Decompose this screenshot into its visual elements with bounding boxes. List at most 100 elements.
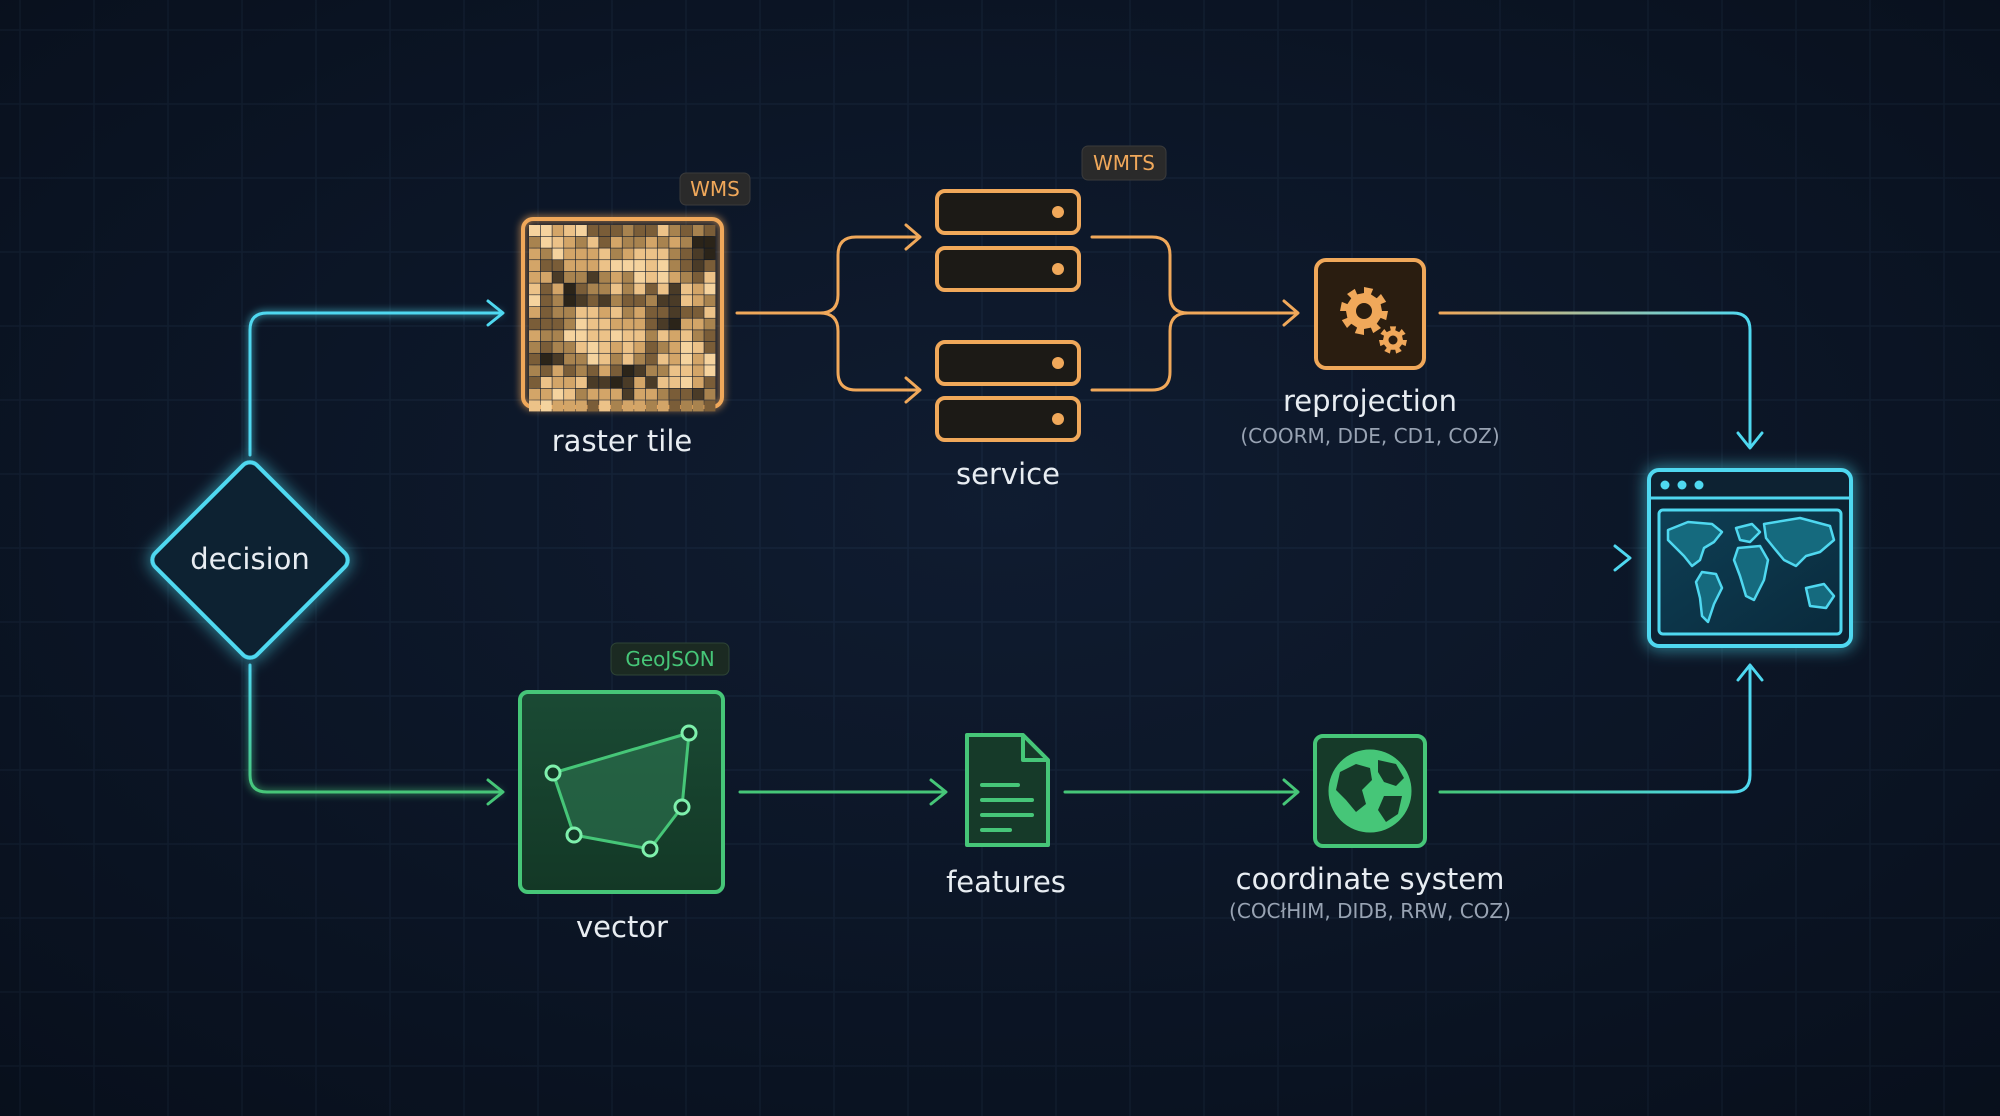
pixel-cell xyxy=(634,225,646,237)
pixel-cell xyxy=(634,353,646,365)
pixel-cell xyxy=(564,236,576,248)
pixel-cell xyxy=(552,248,564,260)
pixel-cell xyxy=(704,365,716,377)
arrowhead-reprojection xyxy=(1282,299,1300,327)
world-map-browser-icon xyxy=(1651,480,1849,636)
pixel-cell xyxy=(529,236,541,248)
pixel-cell xyxy=(610,388,622,400)
pixel-cell xyxy=(610,318,622,330)
pixel-cell xyxy=(692,295,704,307)
service-node[interactable]: WMTS service xyxy=(935,145,1167,491)
features-node[interactable]: features xyxy=(946,733,1066,899)
pixel-cell xyxy=(692,260,704,272)
pixel-cell xyxy=(704,330,716,342)
pixel-cell xyxy=(634,400,646,412)
pixel-cell xyxy=(645,388,657,400)
pixel-cell xyxy=(564,388,576,400)
reprojection-node[interactable]: reprojection (COORM, DDE, CD1, COZ) xyxy=(1240,258,1500,448)
pixel-cell xyxy=(599,365,611,377)
pixel-cell xyxy=(587,248,599,260)
gear-hole xyxy=(1356,303,1372,319)
pixel-cell xyxy=(669,318,681,330)
pixel-cell xyxy=(692,318,704,330)
pixel-cell xyxy=(540,341,552,353)
pixel-cell xyxy=(680,330,693,342)
pixel-cell xyxy=(669,400,681,412)
pixel-cell xyxy=(657,236,669,248)
pixel-cell xyxy=(540,330,552,342)
pixel-cell xyxy=(645,353,657,365)
pixel-cell xyxy=(657,376,669,389)
pixel-cell xyxy=(599,341,611,353)
pixel-cell xyxy=(587,376,599,389)
pixel-cell xyxy=(575,388,587,400)
arrowhead-coordinate-system xyxy=(1282,778,1300,806)
pixel-cell xyxy=(529,388,541,400)
wmts-badge-text: WMTS xyxy=(1093,151,1155,175)
pixel-cell xyxy=(564,283,576,295)
pixel-cell xyxy=(622,295,634,307)
pixel-cell xyxy=(680,248,693,260)
pixel-cell xyxy=(575,225,587,237)
pixel-cell xyxy=(529,400,541,412)
pixel-cell xyxy=(575,376,587,389)
pixel-cell xyxy=(657,388,669,400)
edge-reprojection-to-map xyxy=(1438,311,1752,447)
pixel-cell xyxy=(657,353,669,365)
pixel-cell xyxy=(587,388,599,400)
pixel-cell xyxy=(680,283,693,295)
pixel-cell xyxy=(680,271,693,283)
pixel-cell xyxy=(564,271,576,283)
coordinate-system-label: coordinate system xyxy=(1236,862,1505,896)
pixel-cell xyxy=(552,330,564,342)
pixel-cell xyxy=(564,365,576,377)
pixel-cell xyxy=(680,260,693,272)
globe-icon xyxy=(1328,749,1412,833)
pixel-cell xyxy=(622,318,634,330)
pixel-cell xyxy=(587,271,599,283)
raster-tile-label: raster tile xyxy=(552,424,692,458)
pixel-cell xyxy=(552,388,564,400)
pixel-cell xyxy=(645,236,657,248)
vector-label: vector xyxy=(576,910,668,944)
pixel-cell xyxy=(692,248,704,260)
pixel-cell xyxy=(599,225,611,237)
pixel-cell xyxy=(704,376,716,389)
pixel-cell xyxy=(622,341,634,353)
pixel-cell xyxy=(575,248,587,260)
pixel-cell xyxy=(575,341,587,353)
map-output-node[interactable] xyxy=(1647,468,1853,648)
pixel-cell xyxy=(645,318,657,330)
coordinate-system-node[interactable]: coordinate system (COCłHIM, DIDB, RRW, C… xyxy=(1229,734,1511,923)
pixel-cell xyxy=(634,330,646,342)
pixel-cell xyxy=(692,283,704,295)
pixel-cell xyxy=(529,353,541,365)
pixel-cell xyxy=(610,271,622,283)
raster-tile-node[interactable]: WMS raster tile xyxy=(521,172,751,458)
pixel-cell xyxy=(529,248,541,260)
geojson-badge-text: GeoJSON xyxy=(625,647,714,671)
reprojection-label: reprojection xyxy=(1283,384,1457,418)
arrowhead-service-bottom xyxy=(904,376,922,404)
vector-node[interactable]: GeoJSON vector xyxy=(518,642,730,944)
arrowhead-map-middle xyxy=(1613,544,1632,572)
pixel-cell xyxy=(704,353,716,365)
pixel-cell xyxy=(610,225,622,237)
pixel-cell xyxy=(680,295,693,307)
pixel-cell xyxy=(540,283,552,295)
polygon-icon xyxy=(544,724,698,858)
pixel-cell xyxy=(587,225,599,237)
pixel-cell xyxy=(669,341,681,353)
decision-node[interactable]: decision xyxy=(148,458,352,662)
pixel-grid-icon xyxy=(529,225,716,412)
pixel-cell xyxy=(599,306,611,318)
pixel-cell xyxy=(622,400,634,412)
pixel-cell xyxy=(680,353,693,365)
pixel-cell xyxy=(704,236,716,248)
pixel-cell xyxy=(552,295,564,307)
pixel-cell xyxy=(599,330,611,342)
pixel-cell xyxy=(669,260,681,272)
pixel-cell xyxy=(540,260,552,272)
pixel-cell xyxy=(552,236,564,248)
